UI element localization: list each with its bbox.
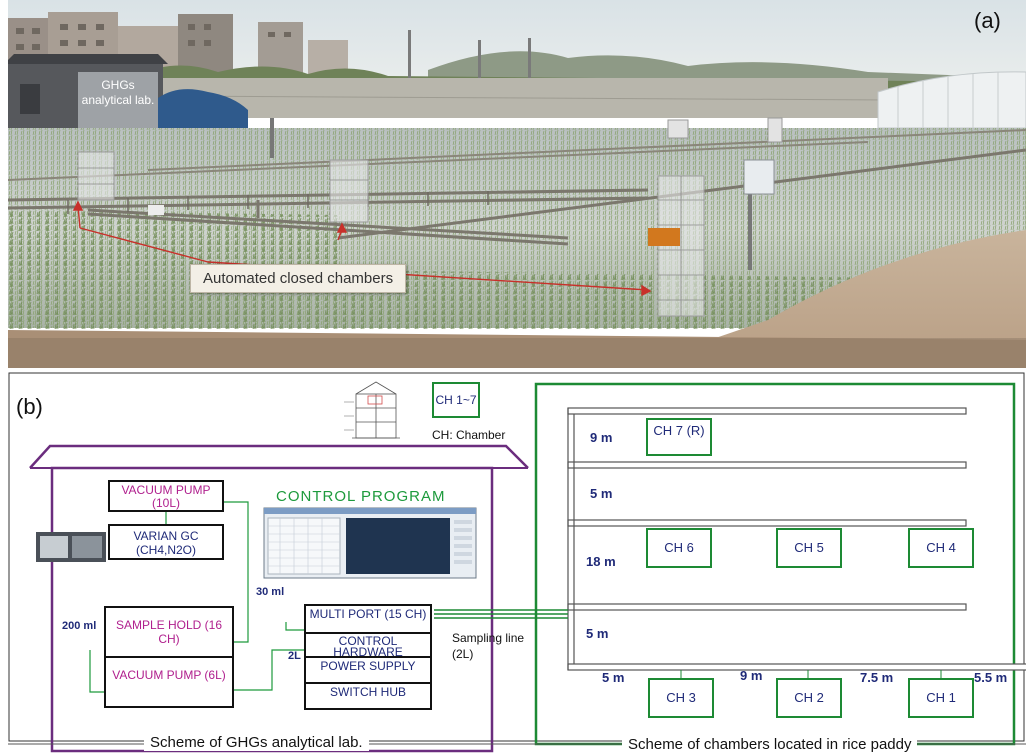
caption-lab-scheme: Scheme of GHGs analytical lab. xyxy=(144,734,369,751)
row-dimension-18m: 18 m xyxy=(586,554,616,569)
sampling-line-label: Sampling line (2L) xyxy=(452,631,525,661)
field-photo-illustration xyxy=(8,0,1026,368)
field-photo xyxy=(8,0,1026,368)
switch-hub: SWITCH HUB xyxy=(304,682,432,710)
lab-roof xyxy=(29,444,529,469)
legend-chamber-text: CH: Chamber xyxy=(432,428,506,442)
scheme-frame xyxy=(8,372,1025,742)
multi-port: MULTI PORT (15 CH) xyxy=(304,604,432,634)
chamber-4: CH 4 xyxy=(908,528,974,568)
scheme-panel: (b) CH 1~7 CH: Chamber VACUUM PUMP (10L)… xyxy=(8,372,1026,755)
chamber-sketch-icon xyxy=(344,381,400,439)
caption-paddy-scheme: Scheme of chambers located in rice paddy xyxy=(622,736,918,753)
spacing-5m: 5 m xyxy=(602,670,625,685)
gc-instrument-photo xyxy=(36,532,106,562)
panel-b-letter: (b) xyxy=(16,394,43,419)
panel-a-letter: (a) xyxy=(974,8,1001,33)
row-dimension-5m-top: 5 m xyxy=(590,486,613,501)
chamber-1: CH 1 xyxy=(908,678,974,718)
spacing-9m: 9 m xyxy=(740,668,763,683)
volume-30ml: 30 ml xyxy=(256,586,285,598)
lab-building-label: GHGs analytical lab. xyxy=(81,78,155,107)
spacing-7-5m: 7.5 m xyxy=(860,670,894,685)
chambers-callout: Automated closed chambers xyxy=(190,264,407,293)
legend-chamber-box: CH 1~7 xyxy=(432,382,480,418)
vacuum-pump-6l: VACUUM PUMP (6L) xyxy=(104,656,234,708)
chamber-5: CH 5 xyxy=(776,528,842,568)
varian-gc: VARIAN GC (CH4,N2O) xyxy=(108,524,224,560)
vacuum-pump-10l: VACUUM PUMP (10L) xyxy=(108,480,224,512)
volume-2l: 2L xyxy=(288,650,301,662)
chamber-3: CH 3 xyxy=(648,678,714,718)
row-dimension-5m-bottom: 5 m xyxy=(586,626,609,641)
scheme-lines xyxy=(8,372,1026,753)
chamber-2: CH 2 xyxy=(776,678,842,718)
control-software-screenshot xyxy=(263,507,477,579)
control-program-title: CONTROL PROGRAM xyxy=(276,488,446,505)
row-dimension-9m: 9 m xyxy=(590,430,613,445)
control-hardware: CONTROL HARDWARE xyxy=(304,632,432,658)
chamber-7: CH 7 (R) xyxy=(646,418,712,456)
sample-hold: SAMPLE HOLD (16 CH) xyxy=(104,606,234,658)
chamber-6: CH 6 xyxy=(646,528,712,568)
power-supply: POWER SUPPLY xyxy=(304,656,432,684)
volume-200ml: 200 ml xyxy=(62,620,97,632)
spacing-5-5m: 5.5 m xyxy=(974,670,1008,685)
